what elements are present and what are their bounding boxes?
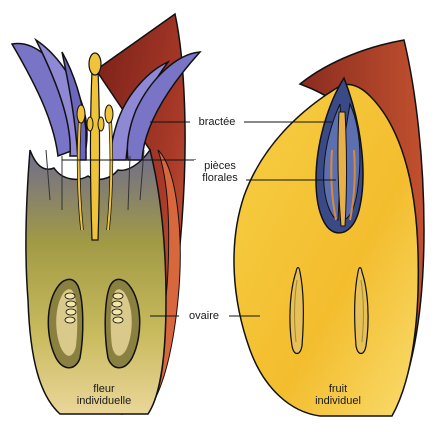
anther-right [105,105,113,123]
label-ovaire: ovaire [179,310,229,322]
pistil-stigma [89,53,101,75]
caption-fruit: fruit individuel [296,383,380,407]
fruit [234,40,424,416]
anther-left [77,105,85,123]
pistil-style [91,70,100,240]
label-pieces-line2: florales [195,172,245,184]
caption-fruit-line1: fruit [296,383,380,395]
caption-fruit-line2: individuel [296,395,380,407]
caption-flower: fleur individuelle [56,383,152,407]
anther-center-right [98,117,104,131]
caption-flower-line2: individuelle [56,395,152,407]
label-pieces-florales: pièces florales [194,160,246,184]
anther-center-left [87,117,93,131]
fruit-dried-center [338,112,347,226]
label-bractee: bractée [190,116,244,128]
flower [12,14,200,414]
label-pieces-line1: pièces [195,160,245,172]
caption-flower-line1: fleur [56,383,152,395]
